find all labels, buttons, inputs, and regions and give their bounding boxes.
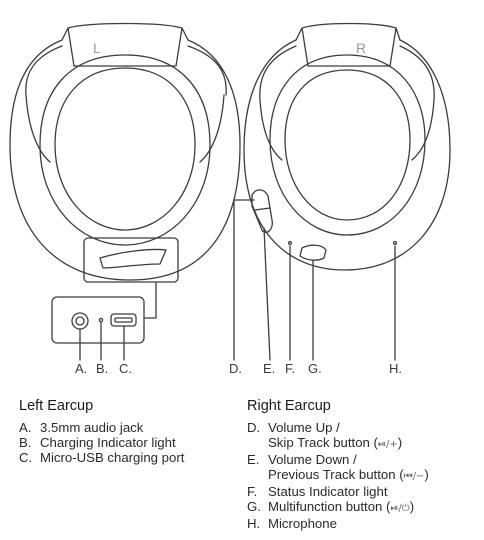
list-text: Volume Down / Previous Track button (⏮/−… — [268, 452, 429, 484]
list-item-b: B. Charging Indicator light — [19, 435, 184, 450]
audio-jack-outer — [71, 312, 89, 330]
microphone-dot — [392, 240, 398, 246]
left-earcup-list: A. 3.5mm audio jack B. Charging Indicator … — [19, 420, 184, 465]
audio-jack-inner — [75, 316, 85, 326]
list-key: E. — [247, 452, 260, 467]
callout-d: D. — [229, 361, 242, 376]
left-earcup-outer-shell — [9, 39, 241, 281]
left-port-zoom-box — [83, 237, 179, 283]
volume-rocker-divider — [254, 207, 271, 211]
right-earpad-ring — [269, 54, 426, 236]
list-key: B. — [19, 435, 32, 450]
right-earcup-headband-arm — [259, 45, 435, 161]
list-key: C. — [19, 450, 33, 465]
list-text-tail: ) — [397, 435, 403, 450]
list-item-c: C. Micro-USB charging port — [19, 450, 184, 465]
list-item-f: F. Status Indicator light — [247, 484, 429, 499]
skip-track-glyph-icon: ⏯/+ — [377, 439, 398, 450]
list-key: G. — [247, 499, 261, 514]
list-item-h: H. Microphone — [247, 516, 429, 531]
status-light-dot[interactable] — [287, 240, 293, 246]
list-text-tail: ) — [409, 499, 415, 514]
right-earcup-title: Right Earcup — [247, 398, 331, 414]
previous-track-glyph-icon: ⏮/− — [403, 471, 425, 482]
list-text: Microphone — [268, 516, 337, 531]
list-key: H. — [247, 516, 261, 531]
list-key: A. — [19, 420, 32, 435]
list-text: Status Indicator light — [268, 484, 388, 499]
callout-g: G. — [308, 361, 322, 376]
callout-h: H. — [389, 361, 402, 376]
right-earcup-outer-shell — [243, 39, 451, 271]
multifunction-button — [299, 244, 327, 261]
leader-e — [263, 227, 271, 361]
left-ear-letter: L — [93, 40, 101, 56]
callout-f: F. — [285, 361, 296, 376]
list-text-main: Multifunction button ( — [268, 499, 391, 514]
left-zoom-leader — [143, 281, 157, 319]
left-port-zoom-cover — [99, 248, 167, 269]
volume-rocker — [251, 189, 273, 234]
left-earcup-title: Left Earcup — [19, 398, 94, 414]
right-headband-connector — [295, 22, 401, 67]
list-text: 3.5mm audio jack — [40, 420, 144, 435]
play-power-glyph-icon: ⏯/⏻ — [390, 503, 410, 514]
list-text-tail: ) — [424, 467, 429, 482]
callout-a: A. — [75, 361, 88, 376]
right-ear-letter: R — [356, 40, 366, 56]
right-earcup-list: D. Volume Up / Skip Track button (⏯/+) E.… — [247, 420, 429, 531]
charging-indicator-dot — [98, 317, 104, 323]
list-key: F. — [247, 484, 258, 499]
callout-b: B. — [96, 361, 109, 376]
list-text-main: Volume Up / Skip Track button ( — [268, 420, 378, 450]
list-item-d: D. Volume Up / Skip Track button (⏯/+) — [247, 420, 429, 452]
left-earpad-inner — [54, 67, 196, 231]
micro-usb-port-inner — [114, 317, 133, 323]
list-text: Micro-USB charging port — [40, 450, 185, 465]
right-earpad-inner — [284, 69, 411, 221]
leader-d — [233, 199, 255, 361]
list-text-main: Volume Down / Previous Track button ( — [268, 452, 404, 482]
callout-c: C. — [119, 361, 132, 376]
list-item-g: G. Multifunction button (⏯/⏻) — [247, 499, 429, 516]
left-earcup — [9, 22, 241, 361]
list-text: Volume Up / Skip Track button (⏯/+) — [268, 420, 402, 452]
callout-e: E. — [263, 361, 276, 376]
left-earpad-ring — [39, 54, 211, 246]
left-headband-connector — [61, 22, 189, 67]
right-earcup — [233, 22, 451, 361]
earcup-diagram: L R — [9, 22, 451, 361]
list-item-e: E. Volume Down / Previous Track button (⏮… — [247, 452, 429, 484]
left-earcup-headband-arm — [25, 45, 227, 163]
list-text: Multifunction button (⏯/⏻) — [268, 499, 414, 516]
list-item-a: A. 3.5mm audio jack — [19, 420, 184, 435]
list-text: Charging Indicator light — [40, 435, 176, 450]
left-port-panel — [51, 296, 145, 344]
list-key: D. — [247, 420, 261, 435]
